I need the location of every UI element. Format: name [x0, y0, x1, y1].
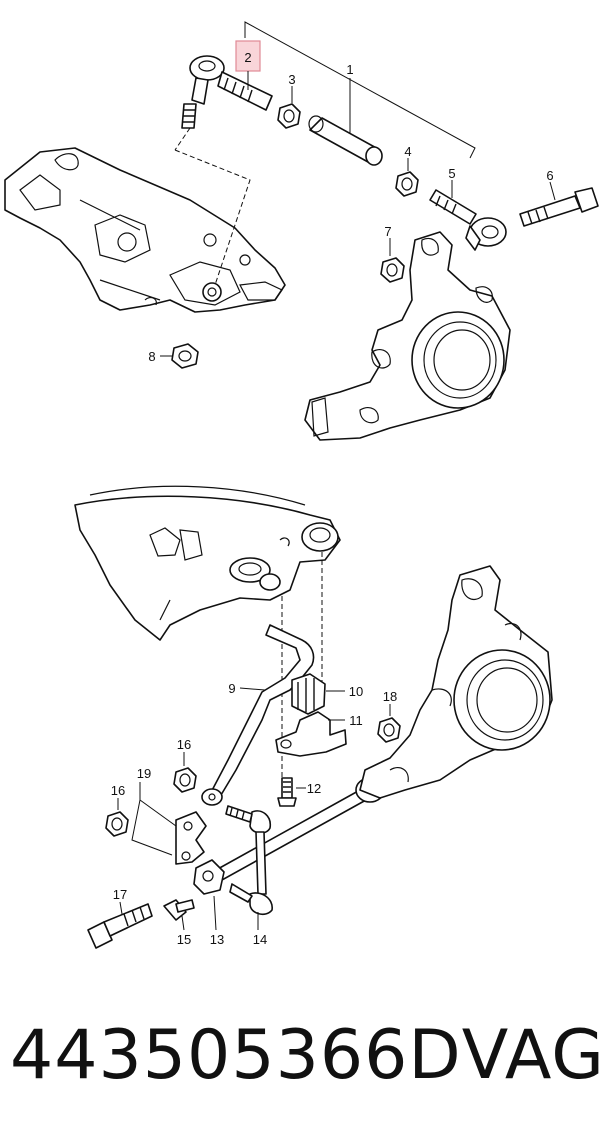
- callout-4: 4: [404, 144, 411, 159]
- upper-assembly: [4, 21, 599, 441]
- callout-1: 1: [346, 62, 353, 77]
- subframe-lower: [74, 485, 341, 641]
- bushing-clamp: [275, 711, 347, 757]
- part-label-footer: 443505366D VAG: [10, 1005, 600, 1105]
- nut-3: [277, 103, 301, 129]
- callout-11: 11: [349, 713, 363, 728]
- part-number: 443505366D: [10, 1015, 462, 1095]
- nut-16-upper: [173, 767, 197, 793]
- bolt-15: [163, 899, 195, 921]
- wheel-knuckle-lower: [359, 565, 553, 799]
- highlight-box-2: [235, 40, 261, 72]
- dash-2-b: [174, 149, 251, 286]
- bracket-19: [175, 811, 207, 865]
- callout-18: 18: [383, 689, 397, 704]
- adjusting-sleeve: [308, 115, 383, 166]
- bolt-17: [87, 903, 153, 949]
- callout-19: 19: [137, 766, 151, 781]
- callout-16-upper: 16: [177, 737, 191, 752]
- callout-6: 6: [546, 168, 553, 183]
- nut-8: [171, 343, 199, 369]
- callout-16-lower: 16: [111, 783, 125, 798]
- callout-15: 15: [177, 932, 191, 947]
- leader-13: [213, 895, 217, 931]
- nut-7: [380, 257, 405, 283]
- bracket-13: [193, 859, 225, 895]
- dash-2-a: [174, 127, 191, 151]
- lower-assembly: [74, 485, 553, 949]
- group-bracket-1: [244, 21, 476, 159]
- callouts: 2 1 3 4 5 6 7 8 9 10 11 12 13 14 15 16 1…: [111, 40, 554, 947]
- bracket-leader-19b: [139, 799, 177, 827]
- brand-name: VAG: [461, 1015, 600, 1095]
- leader-6: [549, 181, 556, 201]
- callout-12: 12: [307, 781, 321, 796]
- bolt-12: [277, 777, 297, 807]
- callout-17: 17: [113, 887, 127, 902]
- callout-14: 14: [253, 932, 267, 947]
- bracket-leader-19: [131, 782, 173, 856]
- wheel-knuckle-upper: [304, 231, 511, 441]
- nut-16-lower: [105, 811, 129, 837]
- leader-17: [119, 901, 123, 915]
- bolt-6: [519, 187, 599, 227]
- tie-rod-end: [181, 55, 273, 129]
- callout-3: 3: [288, 72, 295, 87]
- callout-5: 5: [448, 166, 455, 181]
- leader-9: [239, 687, 266, 691]
- nut-18: [377, 717, 401, 743]
- leader-15: [181, 915, 185, 931]
- callout-13: 13: [210, 932, 224, 947]
- nut-4: [395, 171, 419, 197]
- stabilizer-bushing: [291, 673, 326, 715]
- tie-rod-end-5: [429, 189, 507, 251]
- callout-8: 8: [148, 349, 155, 364]
- callout-9: 9: [228, 681, 235, 696]
- subframe-arm: [4, 147, 286, 313]
- callout-10: 10: [349, 684, 363, 699]
- stabilizer-bar: [201, 624, 315, 806]
- callout-7: 7: [384, 224, 391, 239]
- coupling-link: [225, 805, 273, 916]
- callout-2: 2: [244, 50, 251, 65]
